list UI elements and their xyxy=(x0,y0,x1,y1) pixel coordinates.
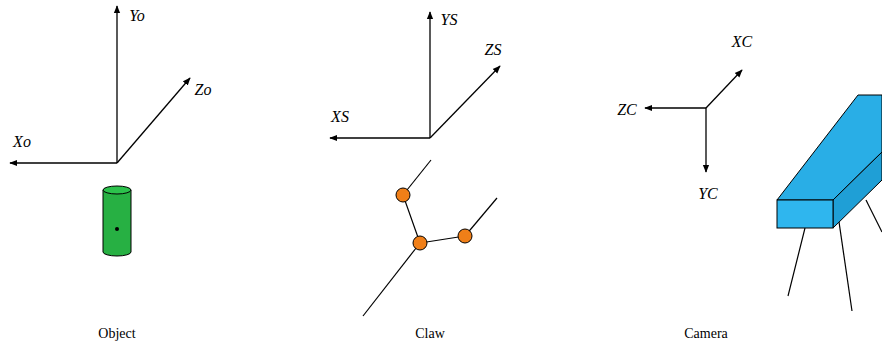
axis-label: Yo xyxy=(129,8,144,24)
axis-label: Zo xyxy=(195,82,212,98)
axis-label: YS xyxy=(441,12,458,28)
claw-gripper xyxy=(363,160,497,316)
axis-label: ZC xyxy=(617,102,637,118)
axis-label: YC xyxy=(698,186,718,202)
camera-body xyxy=(777,95,882,311)
cylinder-object xyxy=(103,186,131,256)
axis-label: XS xyxy=(331,109,349,125)
object-frame xyxy=(10,6,190,163)
axis-label: XC xyxy=(732,34,752,50)
figure-caption: Camera xyxy=(684,327,728,341)
claw-frame xyxy=(330,12,500,138)
axis-label: ZS xyxy=(485,42,502,58)
axis-label: Xo xyxy=(13,134,31,150)
figure-caption: Claw xyxy=(415,327,445,341)
figure-caption: Object xyxy=(98,327,135,341)
camera-frame xyxy=(645,70,742,172)
